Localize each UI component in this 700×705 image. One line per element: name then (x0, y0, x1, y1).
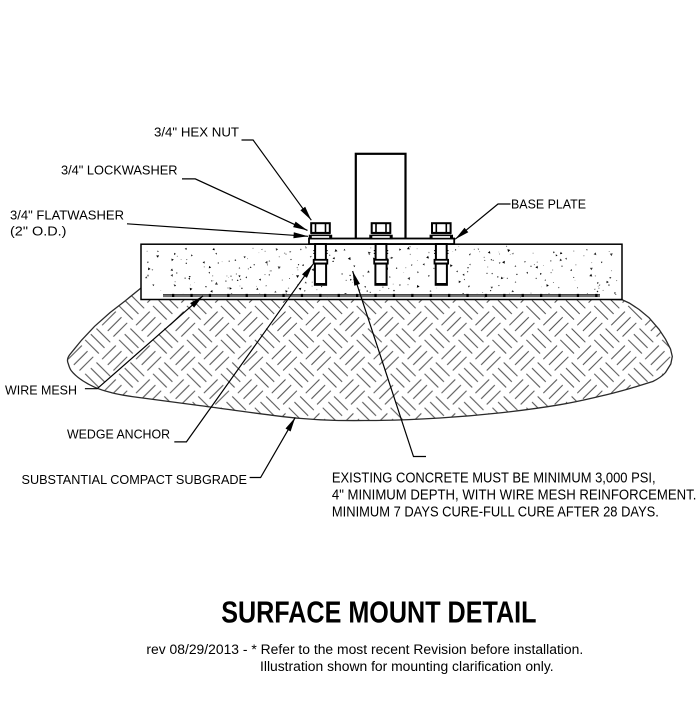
svg-text:BASE PLATE: BASE PLATE (511, 197, 586, 212)
svg-text:SURFACE MOUNT DETAIL: SURFACE MOUNT DETAIL (221, 594, 536, 629)
svg-text:3/4" HEX NUT: 3/4" HEX NUT (154, 124, 239, 139)
svg-text:Illustration shown for mountin: Illustration shown for mounting clarific… (260, 659, 554, 674)
svg-text:3/4" FLATWASHER: 3/4" FLATWASHER (10, 208, 124, 223)
svg-text:MINIMUM 7 DAYS CURE-FULL CURE: MINIMUM 7 DAYS CURE-FULL CURE AFTER 28 D… (332, 504, 659, 521)
svg-text:WEDGE ANCHOR: WEDGE ANCHOR (67, 426, 170, 441)
svg-text:WIRE MESH: WIRE MESH (5, 383, 77, 398)
svg-text:EXISTING CONCRETE MUST BE MINI: EXISTING CONCRETE MUST BE MINIMUM 3,000 … (332, 469, 656, 486)
svg-text:SUBSTANTIAL COMPACT SUBGRADE: SUBSTANTIAL COMPACT SUBGRADE (22, 472, 248, 487)
svg-text:3/4" LOCKWASHER: 3/4" LOCKWASHER (61, 163, 178, 178)
svg-text:(2" O.D.): (2" O.D.) (10, 223, 67, 238)
svg-text:rev 08/29/2013 - * Refer to th: rev 08/29/2013 - * Refer to the most rec… (146, 642, 583, 657)
svg-text:4" MINIMUM DEPTH, WITH WIRE ME: 4" MINIMUM DEPTH, WITH WIRE MESH REINFOR… (332, 487, 697, 504)
